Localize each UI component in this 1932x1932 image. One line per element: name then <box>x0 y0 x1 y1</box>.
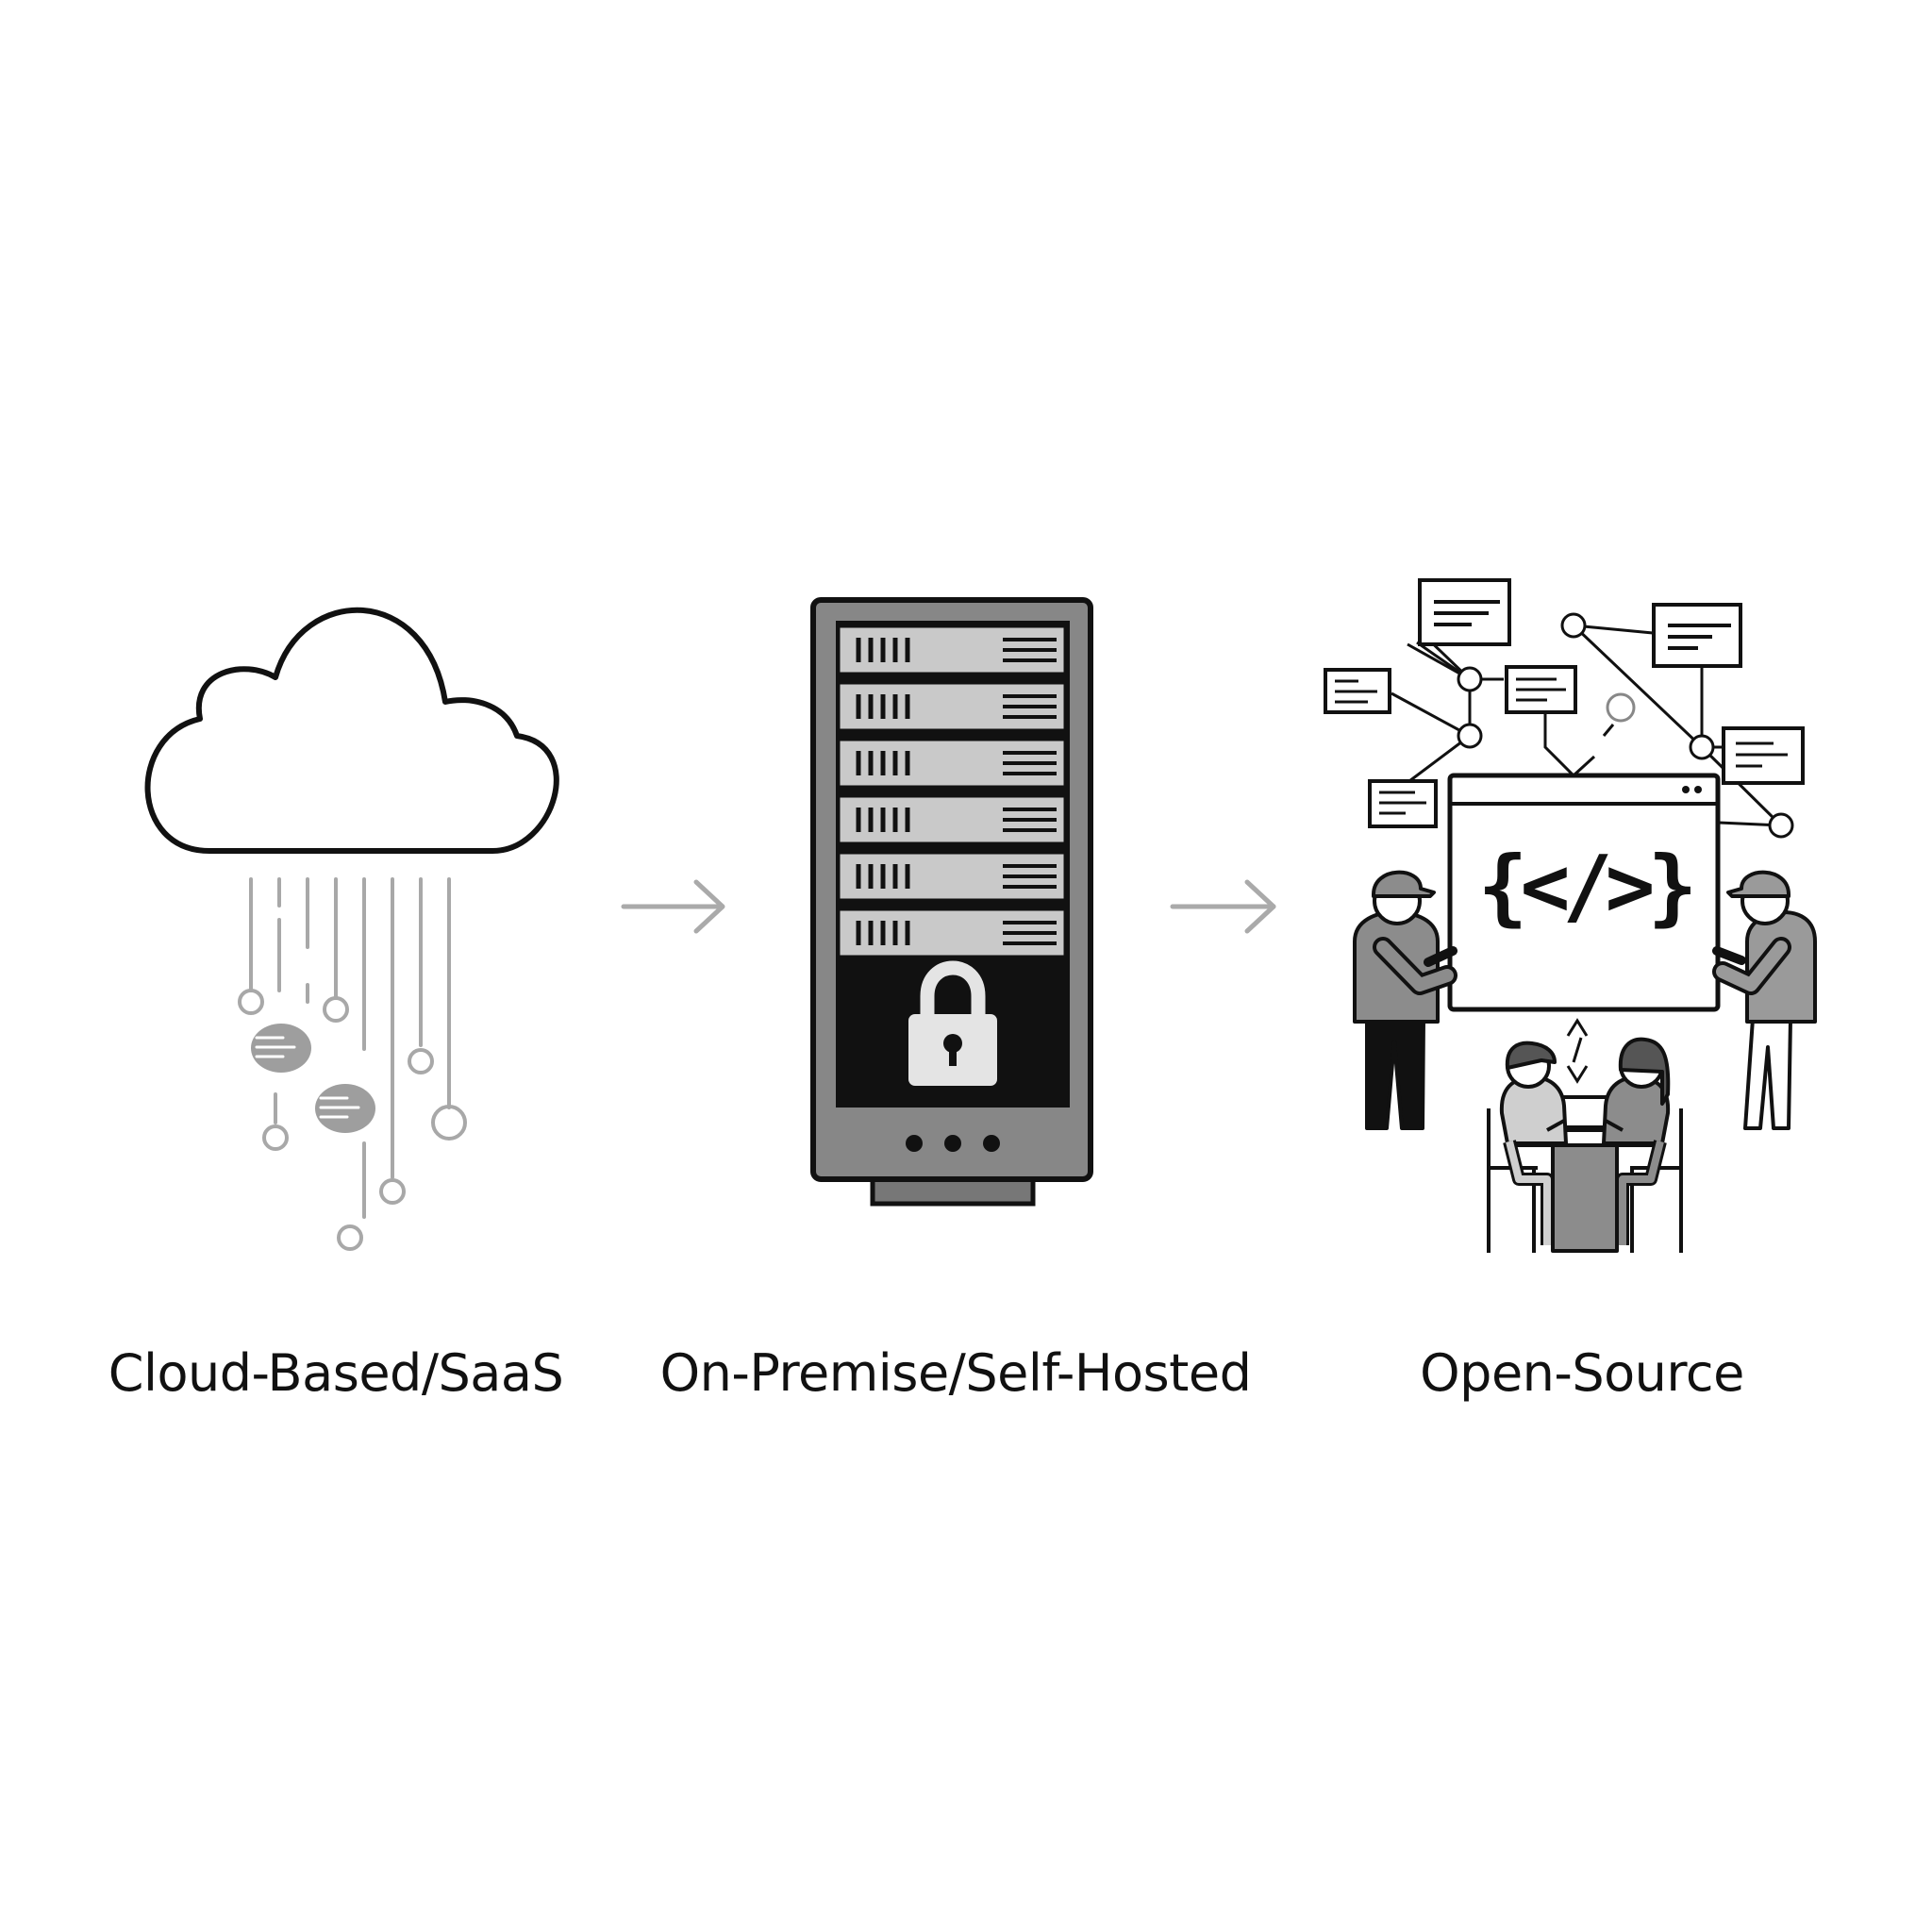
cloud-icon <box>144 607 559 854</box>
server-rack-icon <box>810 597 1093 1207</box>
code-symbol: {</>} <box>1477 838 1698 935</box>
network-node-gray <box>1606 692 1636 723</box>
stage-label-on-premise: On-Premise/Self-Hosted <box>659 1343 1252 1403</box>
lock-icon <box>908 960 997 1086</box>
server-unit <box>837 794 1067 845</box>
server-unit <box>837 681 1067 732</box>
person-standing-right-icon <box>1712 870 1817 1130</box>
stage-label-open-source: Open-Source <box>1420 1343 1744 1403</box>
server-unit <box>837 625 1067 675</box>
code-snippet-cards <box>1324 578 1805 828</box>
arrow-right-icon <box>621 879 725 934</box>
network-nodes <box>1457 612 1794 839</box>
database-chip-icon-2 <box>315 1084 375 1133</box>
sync-arrows-icon <box>1566 1018 1589 1084</box>
cloud-data-streams <box>238 877 467 1251</box>
server-unit <box>837 908 1067 958</box>
database-chip-icon <box>251 1024 311 1073</box>
server-unit <box>837 738 1067 789</box>
person-standing-left-icon <box>1353 870 1457 1130</box>
stage-label-cloud: Cloud-Based/SaaS <box>108 1343 564 1403</box>
team-at-table-icon <box>1487 1037 1683 1253</box>
code-window-icon <box>1447 773 1721 1012</box>
arrow-right-icon-2 <box>1170 879 1276 934</box>
server-unit <box>837 851 1067 902</box>
